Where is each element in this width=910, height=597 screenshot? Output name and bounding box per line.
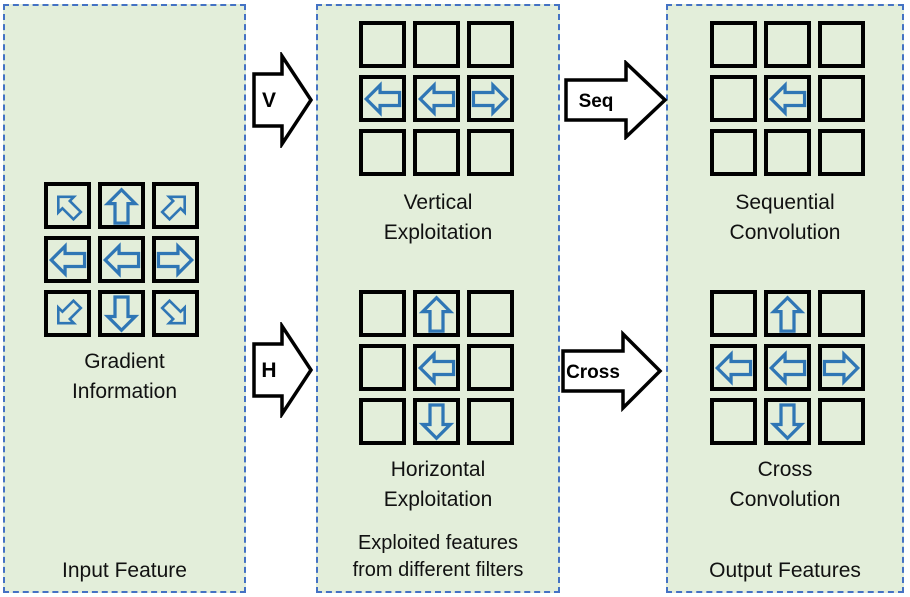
grid-cell-empty xyxy=(359,129,406,176)
grid-cell-left xyxy=(764,344,811,391)
sequential-convolution-label: Sequential Convolution xyxy=(729,191,841,244)
panel-exploited-features: Vertical Exploitation Horizontal Exploit… xyxy=(316,4,560,593)
down-arrow-icon xyxy=(769,402,806,441)
down-right-arrow-icon xyxy=(160,298,186,324)
grid-cell-left xyxy=(413,75,460,122)
grid-cell-left xyxy=(710,344,757,391)
grid-cell-empty xyxy=(413,129,460,176)
grid-cell-down xyxy=(764,398,811,445)
right-arrow-icon xyxy=(822,349,861,386)
left-arrow-icon xyxy=(417,349,456,386)
left-arrow-icon xyxy=(714,349,753,386)
grid-cell-up-left xyxy=(44,182,91,229)
input-feature-caption: Input Feature xyxy=(62,559,187,582)
exploited-features-caption: Exploited features from different filter… xyxy=(352,532,524,581)
panel-output-features: Sequential Convolution Cross Convolution… xyxy=(666,4,904,593)
cross-connector-arrow-icon: Cross xyxy=(561,330,663,412)
left-arrow-icon xyxy=(48,241,87,278)
grid-cell-up xyxy=(764,290,811,337)
grid-cell-empty xyxy=(818,21,865,68)
grid-cell-up xyxy=(98,182,145,229)
grid-cell-empty xyxy=(467,344,514,391)
up-arrow-icon xyxy=(103,186,140,225)
grid-cell-left xyxy=(98,236,145,283)
grid-cell-empty xyxy=(818,398,865,445)
grid-cell-empty xyxy=(467,129,514,176)
grid-cell-empty xyxy=(359,344,406,391)
grid-cell-left xyxy=(764,75,811,122)
grid-cell-empty xyxy=(710,21,757,68)
v-connector-label: V xyxy=(262,89,276,112)
grid-cell-empty xyxy=(710,75,757,122)
gradient-information-label: Gradient Information xyxy=(71,350,178,403)
grid-cell-empty xyxy=(764,129,811,176)
down-arrow-icon xyxy=(103,294,140,333)
sequential-convolution-grid xyxy=(710,21,865,176)
grid-cell-empty xyxy=(467,398,514,445)
grid-cell-down xyxy=(413,398,460,445)
grid-cell-right xyxy=(152,236,199,283)
h-connector-label: H xyxy=(261,359,276,382)
left-arrow-icon xyxy=(102,241,141,278)
grid-cell-empty xyxy=(710,290,757,337)
cross-convolution-grid xyxy=(710,290,865,445)
left-arrow-icon xyxy=(363,80,402,117)
up-arrow-icon xyxy=(769,294,806,333)
right-arrow-icon xyxy=(471,80,510,117)
grid-cell-down-left xyxy=(44,290,91,337)
grid-cell-empty xyxy=(764,21,811,68)
grid-cell-up-right xyxy=(152,182,199,229)
horizontal-exploitation-label: Horizontal Exploitation xyxy=(383,458,493,511)
vertical-exploitation-grid xyxy=(359,21,514,176)
grid-cell-empty xyxy=(818,129,865,176)
gradient-information-grid xyxy=(44,182,199,337)
grid-cell-down xyxy=(98,290,145,337)
grid-cell-left xyxy=(413,344,460,391)
grid-cell-left xyxy=(359,75,406,122)
left-arrow-icon xyxy=(417,80,456,117)
grid-cell-empty xyxy=(359,290,406,337)
h-connector-arrow-icon: H xyxy=(252,322,314,418)
grid-cell-empty xyxy=(359,21,406,68)
right-arrow-icon xyxy=(156,241,195,278)
seq-connector-label: Seq xyxy=(579,91,614,112)
up-right-arrow-icon xyxy=(160,195,186,221)
grid-cell-empty xyxy=(467,290,514,337)
cross-convolution-label: Cross Convolution xyxy=(729,458,841,511)
grid-cell-empty xyxy=(818,75,865,122)
down-arrow-icon xyxy=(418,402,455,441)
grid-cell-empty xyxy=(710,129,757,176)
vertical-exploitation-label: Vertical Exploitation xyxy=(383,191,493,244)
grid-cell-right xyxy=(818,344,865,391)
cross-connector-label: Cross xyxy=(566,362,620,383)
up-left-arrow-icon xyxy=(57,195,83,221)
grid-cell-empty xyxy=(413,21,460,68)
grid-cell-left xyxy=(44,236,91,283)
up-arrow-icon xyxy=(418,294,455,333)
grid-cell-empty xyxy=(818,290,865,337)
grid-cell-down-right xyxy=(152,290,199,337)
grid-cell-up xyxy=(413,290,460,337)
v-connector-arrow-icon: V xyxy=(252,52,314,148)
output-features-caption: Output Features xyxy=(709,559,861,582)
left-arrow-icon xyxy=(768,80,807,117)
panel-input-feature: Gradient Information Input Feature xyxy=(3,4,246,593)
left-arrow-icon xyxy=(768,349,807,386)
grid-cell-empty xyxy=(359,398,406,445)
grid-cell-right xyxy=(467,75,514,122)
down-left-arrow-icon xyxy=(57,298,83,324)
seq-connector-arrow-icon: Seq xyxy=(564,60,668,140)
grid-cell-empty xyxy=(467,21,514,68)
horizontal-exploitation-grid xyxy=(359,290,514,445)
grid-cell-empty xyxy=(710,398,757,445)
